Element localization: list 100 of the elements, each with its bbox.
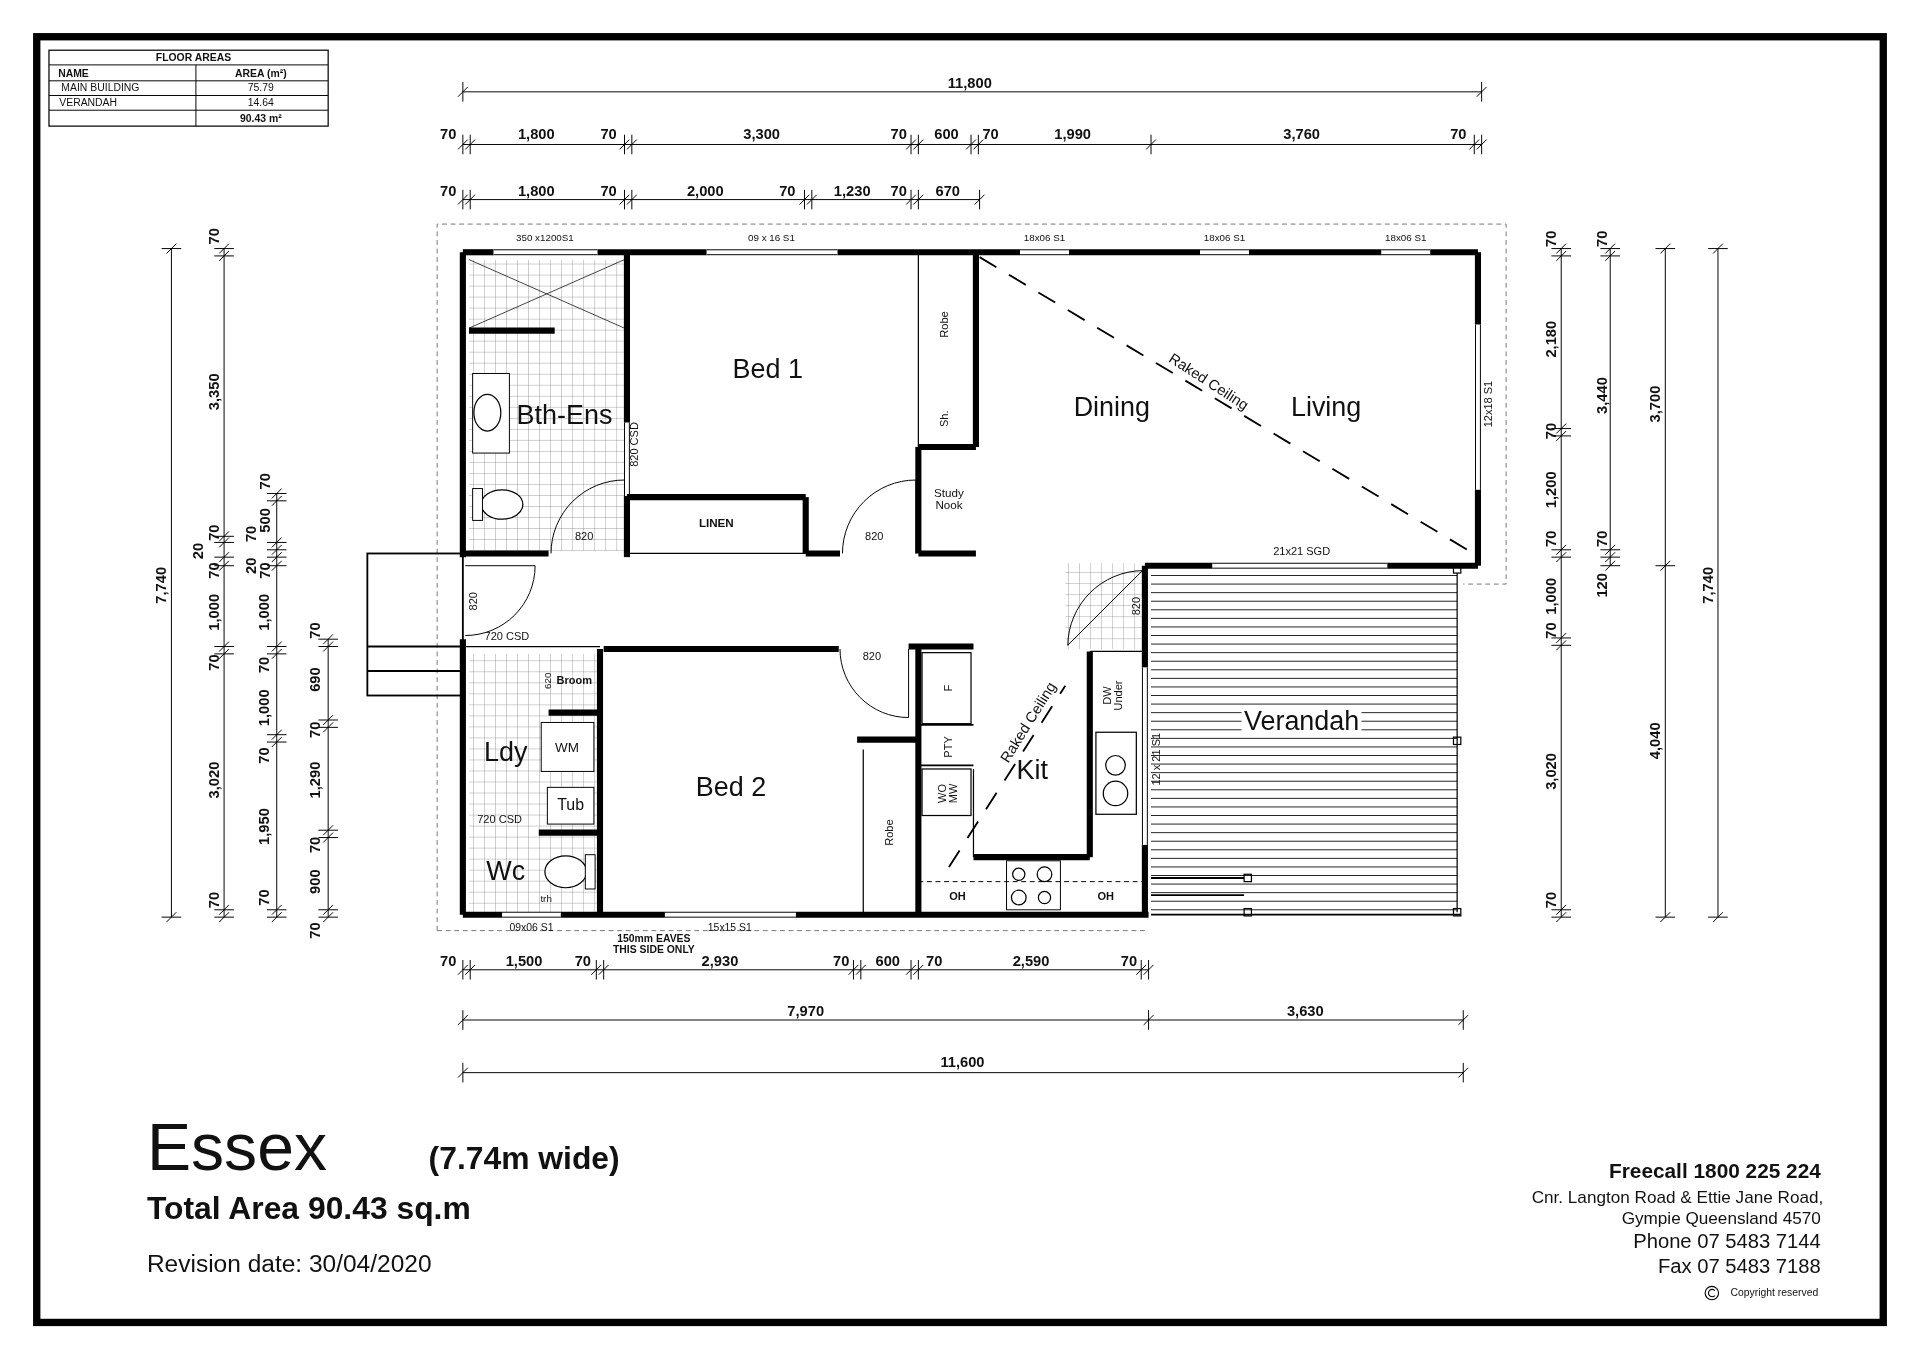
window-label: 15x15 S1 — [707, 922, 752, 934]
door-label: 820 — [574, 531, 594, 544]
dimension-text: 1,200 — [1543, 471, 1560, 509]
dimension-text: 70 — [574, 953, 592, 969]
dimension-text: 70 — [308, 721, 324, 738]
dimension-text: 500 — [258, 508, 274, 533]
room-name: Living — [1290, 392, 1362, 421]
dimension-text: 70 — [833, 953, 850, 969]
dimension-text: 3,020 — [206, 761, 222, 799]
dimension-text: 20 — [190, 542, 207, 560]
fixture-label: OH — [1097, 891, 1114, 904]
subtitle: (7.74m wide) — [428, 1141, 620, 1176]
dimension-text: 3,700 — [1647, 385, 1664, 423]
phone-number: Freecall 1800 225 224 — [1609, 1160, 1821, 1183]
dimension-text: 20 — [243, 557, 259, 574]
door-label: 820 — [865, 531, 884, 544]
door-label: 820 — [1131, 596, 1144, 616]
room-name: Bed 1 — [732, 354, 803, 383]
fixture-label: Robe — [884, 819, 896, 846]
dimension-text: 900 — [308, 869, 324, 894]
window-label: 18x06 S1 — [1023, 233, 1066, 244]
dimension-text: 3,630 — [1286, 1003, 1324, 1020]
revision-date: Revision date: 30/04/2020 — [146, 1250, 432, 1277]
table-cell: MAIN BUILDING — [61, 82, 140, 94]
dimension-text: 11,600 — [940, 1055, 985, 1071]
fixture-label: LINEN — [698, 516, 734, 529]
table-cell: 14.64 — [247, 97, 274, 109]
dimension-text: 70 — [206, 891, 222, 909]
dimension-text: 70 — [982, 127, 999, 143]
dimension-text: 4,040 — [1647, 722, 1664, 760]
dimension-text: 1,800 — [517, 127, 555, 143]
dimension-text: 70 — [440, 127, 457, 143]
window-label: 18x06 S1 — [1203, 233, 1246, 244]
dimension-text: 70 — [206, 228, 222, 245]
dimension-text: 70 — [1595, 230, 1611, 247]
dimension-text: 70 — [600, 127, 617, 143]
table-cell: NAME — [58, 68, 89, 79]
door-label: 620 — [543, 672, 554, 689]
dimension-text: 2,000 — [686, 183, 724, 199]
dimension-text: 1,800 — [517, 183, 555, 199]
dimension-text: 70 — [1543, 230, 1560, 247]
fixture-label: PTY — [943, 736, 955, 758]
dimension-text: 1,990 — [1054, 127, 1092, 143]
dimension-text: 70 — [1543, 530, 1560, 547]
dimension-text: 11,800 — [947, 75, 992, 91]
fixture-label: Robe — [939, 311, 952, 338]
dimension-text: 600 — [875, 953, 900, 969]
dimension-text: 70 — [440, 183, 457, 199]
fixture-label: WM — [554, 741, 579, 756]
room-name: Bed 2 — [695, 773, 767, 802]
door-label: 820 CSD — [629, 422, 642, 467]
dimension-text: 70 — [779, 183, 796, 199]
dimension-text: 70 — [890, 127, 907, 143]
address: Cnr. Langton Road & Ettie Jane Road, — [1531, 1188, 1824, 1207]
dimension-text: 2,590 — [1012, 953, 1050, 969]
dimension-text: 7,740 — [1700, 566, 1716, 604]
room-name: Dining — [1073, 392, 1151, 421]
dimension-text: 1,000 — [256, 689, 273, 727]
plan-title: Essex — [146, 1112, 327, 1183]
dimension-text: 70 — [243, 525, 259, 543]
dimension-text: 1,290 — [308, 761, 324, 799]
dimension-text: 70 — [440, 953, 457, 969]
table-cell: 90.43 m² — [240, 113, 282, 125]
window-label: 18x06 S1 — [1385, 233, 1427, 244]
address: Gympie Queensland 4570 — [1621, 1209, 1821, 1228]
fixture-label: trh — [540, 894, 552, 906]
dimension-text: 70 — [1450, 127, 1467, 143]
fixture-label: Sh. — [939, 410, 952, 428]
dimension-text: 1,230 — [833, 183, 871, 199]
copyright-note: Copyright reserved — [1730, 1287, 1819, 1299]
door-label: 720 CSD — [477, 814, 522, 827]
dimension-text: 1,000 — [256, 593, 273, 631]
dimension-text: 2,930 — [701, 953, 739, 969]
dimension-text: 70 — [1543, 422, 1560, 440]
dimension-text: 3,300 — [743, 127, 780, 143]
dimension-text: 70 — [926, 953, 943, 969]
fax-number: Fax 07 5483 7188 — [1657, 1255, 1821, 1277]
dimension-text: 1,500 — [505, 953, 543, 969]
dimension-text: 670 — [935, 183, 960, 199]
dimension-text: 2,180 — [1543, 320, 1560, 358]
dimension-text: 70 — [206, 654, 222, 671]
fixture-label: F — [943, 684, 955, 692]
dimension-text: 3,440 — [1595, 377, 1611, 414]
dimension-text: 70 — [308, 836, 324, 854]
dimension-text: 70 — [206, 562, 222, 579]
room-name: Bth-Ens — [516, 400, 613, 430]
fixture-label: OH — [949, 891, 966, 904]
table-heading: FLOOR AREAS — [155, 52, 232, 63]
room-name: Ldy — [484, 737, 528, 766]
dimension-text: 690 — [308, 667, 324, 692]
dimension-text: 600 — [934, 127, 959, 143]
dimension-text: 1,000 — [1543, 577, 1560, 615]
dimension-text: 70 — [1595, 530, 1611, 547]
dimension-text: 70 — [256, 889, 273, 906]
dimension-text: 70 — [600, 183, 617, 199]
table-cell: VERANDAH — [59, 97, 118, 109]
room-name: Study Nook — [933, 487, 965, 512]
dimension-text: 70 — [308, 622, 324, 639]
fixture-label: Tub — [557, 796, 585, 813]
dimension-text: 3,020 — [1543, 753, 1560, 790]
